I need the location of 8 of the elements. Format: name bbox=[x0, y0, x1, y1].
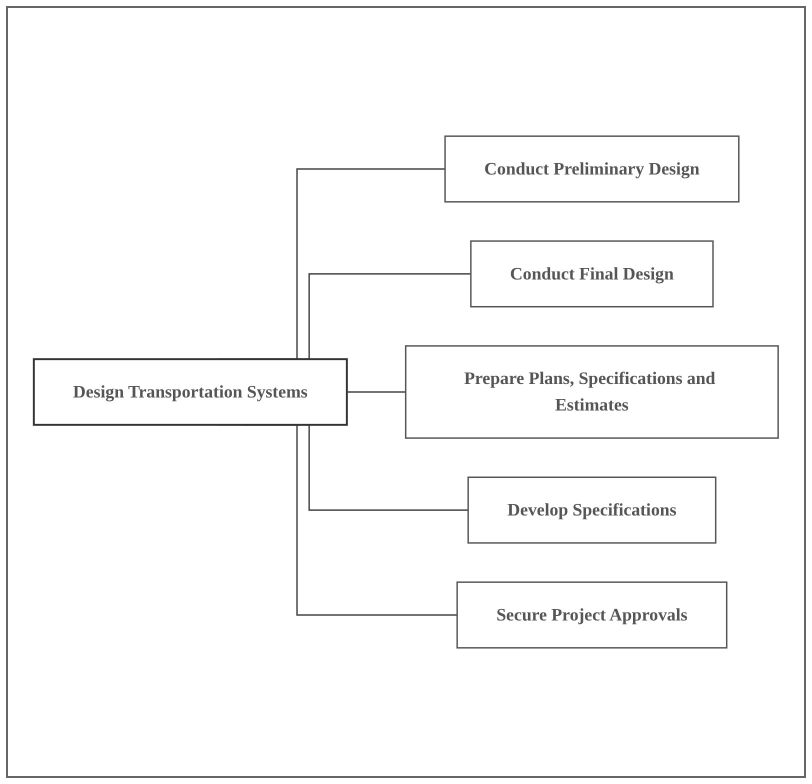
node-box bbox=[404, 345, 779, 439]
node-box bbox=[32, 358, 348, 426]
node-box bbox=[470, 240, 714, 308]
diagram-frame: Design Transportation Systems Conduct Preliminary Design Conduct Final Design Prepare Plans, Specifications and Estimates Develop Specifications Secure Project Approvals bbox=[6, 6, 806, 778]
node-box bbox=[467, 476, 716, 544]
node-box bbox=[456, 581, 728, 649]
node-box bbox=[444, 135, 740, 203]
connector bbox=[346, 391, 406, 393]
